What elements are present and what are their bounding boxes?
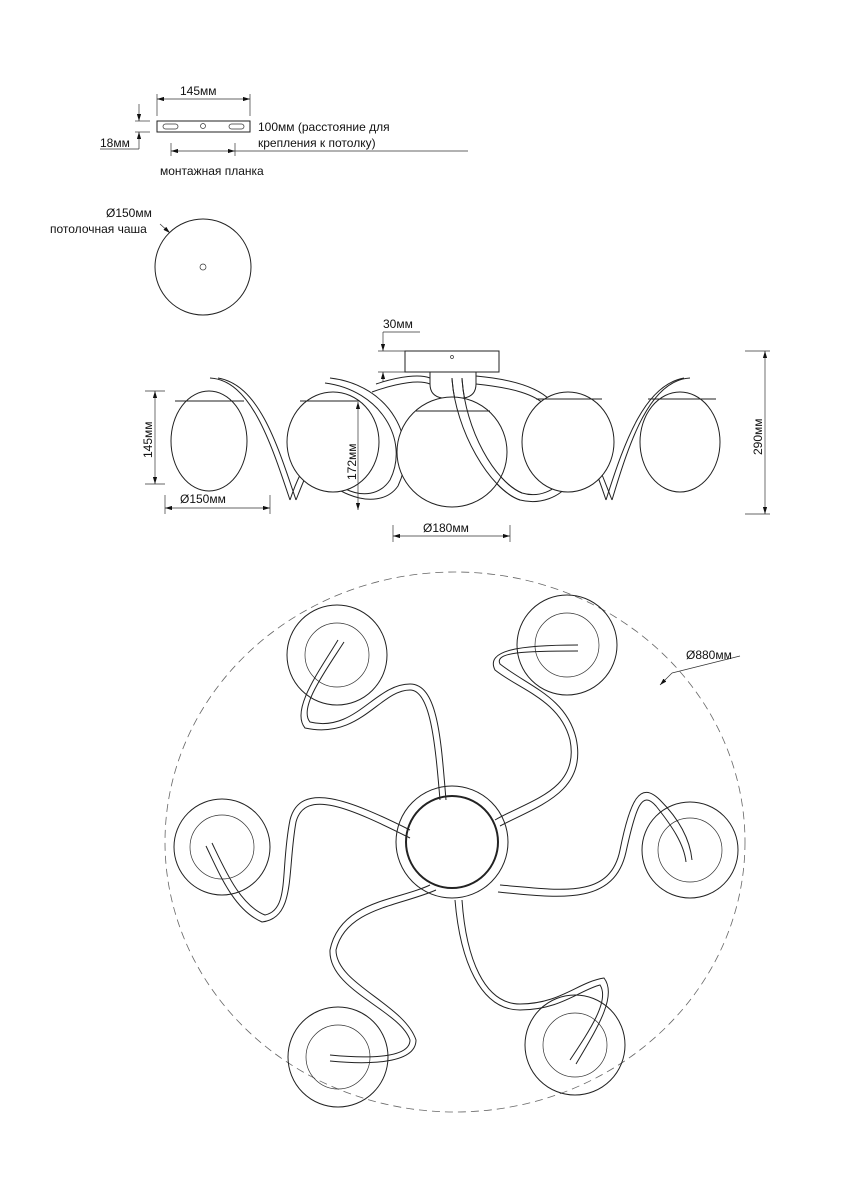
plate-spacing-label-1: 100мм (расстояние для <box>258 120 390 134</box>
side-globe <box>521 391 615 493</box>
plate-height-label: 18мм <box>100 136 130 150</box>
side-globe <box>170 390 248 492</box>
shade-diameter-label: Ø150мм <box>180 492 226 506</box>
top-globe <box>173 798 271 896</box>
top-globe <box>524 994 626 1096</box>
top-globe <box>641 801 739 899</box>
side-view-drawing: 30мм 145мм <box>141 317 770 542</box>
shade-height-label: 145мм <box>141 421 155 458</box>
side-globe <box>639 391 721 493</box>
plate-width-label: 145мм <box>180 84 217 98</box>
mounting-plate <box>156 120 251 133</box>
total-height-label: 290мм <box>751 418 765 455</box>
canopy-top <box>395 785 509 899</box>
cup-caption: потолочная чаша <box>50 222 147 236</box>
top-globe <box>286 604 388 706</box>
cup-diameter-label: Ø150мм <box>106 206 152 220</box>
side-globe-center <box>396 396 508 508</box>
ceiling-cup <box>154 218 252 316</box>
canopy-height-label: 30мм <box>383 317 413 331</box>
canopy <box>404 350 500 373</box>
overall-diameter-label: Ø880мм <box>686 648 732 662</box>
mounting-plate-drawing: 145мм 18мм 100мм (расстояние для креплен… <box>100 84 468 178</box>
overall-diameter-circle <box>164 571 746 1113</box>
side-globe <box>286 391 380 493</box>
ceiling-cup-drawing: Ø150мм потолочная чаша <box>50 206 252 316</box>
plate-caption: монтажная планка <box>160 164 264 178</box>
plate-spacing-label-2: крепления к потолку) <box>258 136 376 150</box>
center-shade-diameter-label: Ø180мм <box>423 521 469 535</box>
canopy-inner <box>405 795 499 889</box>
top-globe <box>516 594 618 696</box>
center-drop-label: 172мм <box>345 443 359 480</box>
top-view-drawing: Ø880мм <box>164 571 746 1113</box>
